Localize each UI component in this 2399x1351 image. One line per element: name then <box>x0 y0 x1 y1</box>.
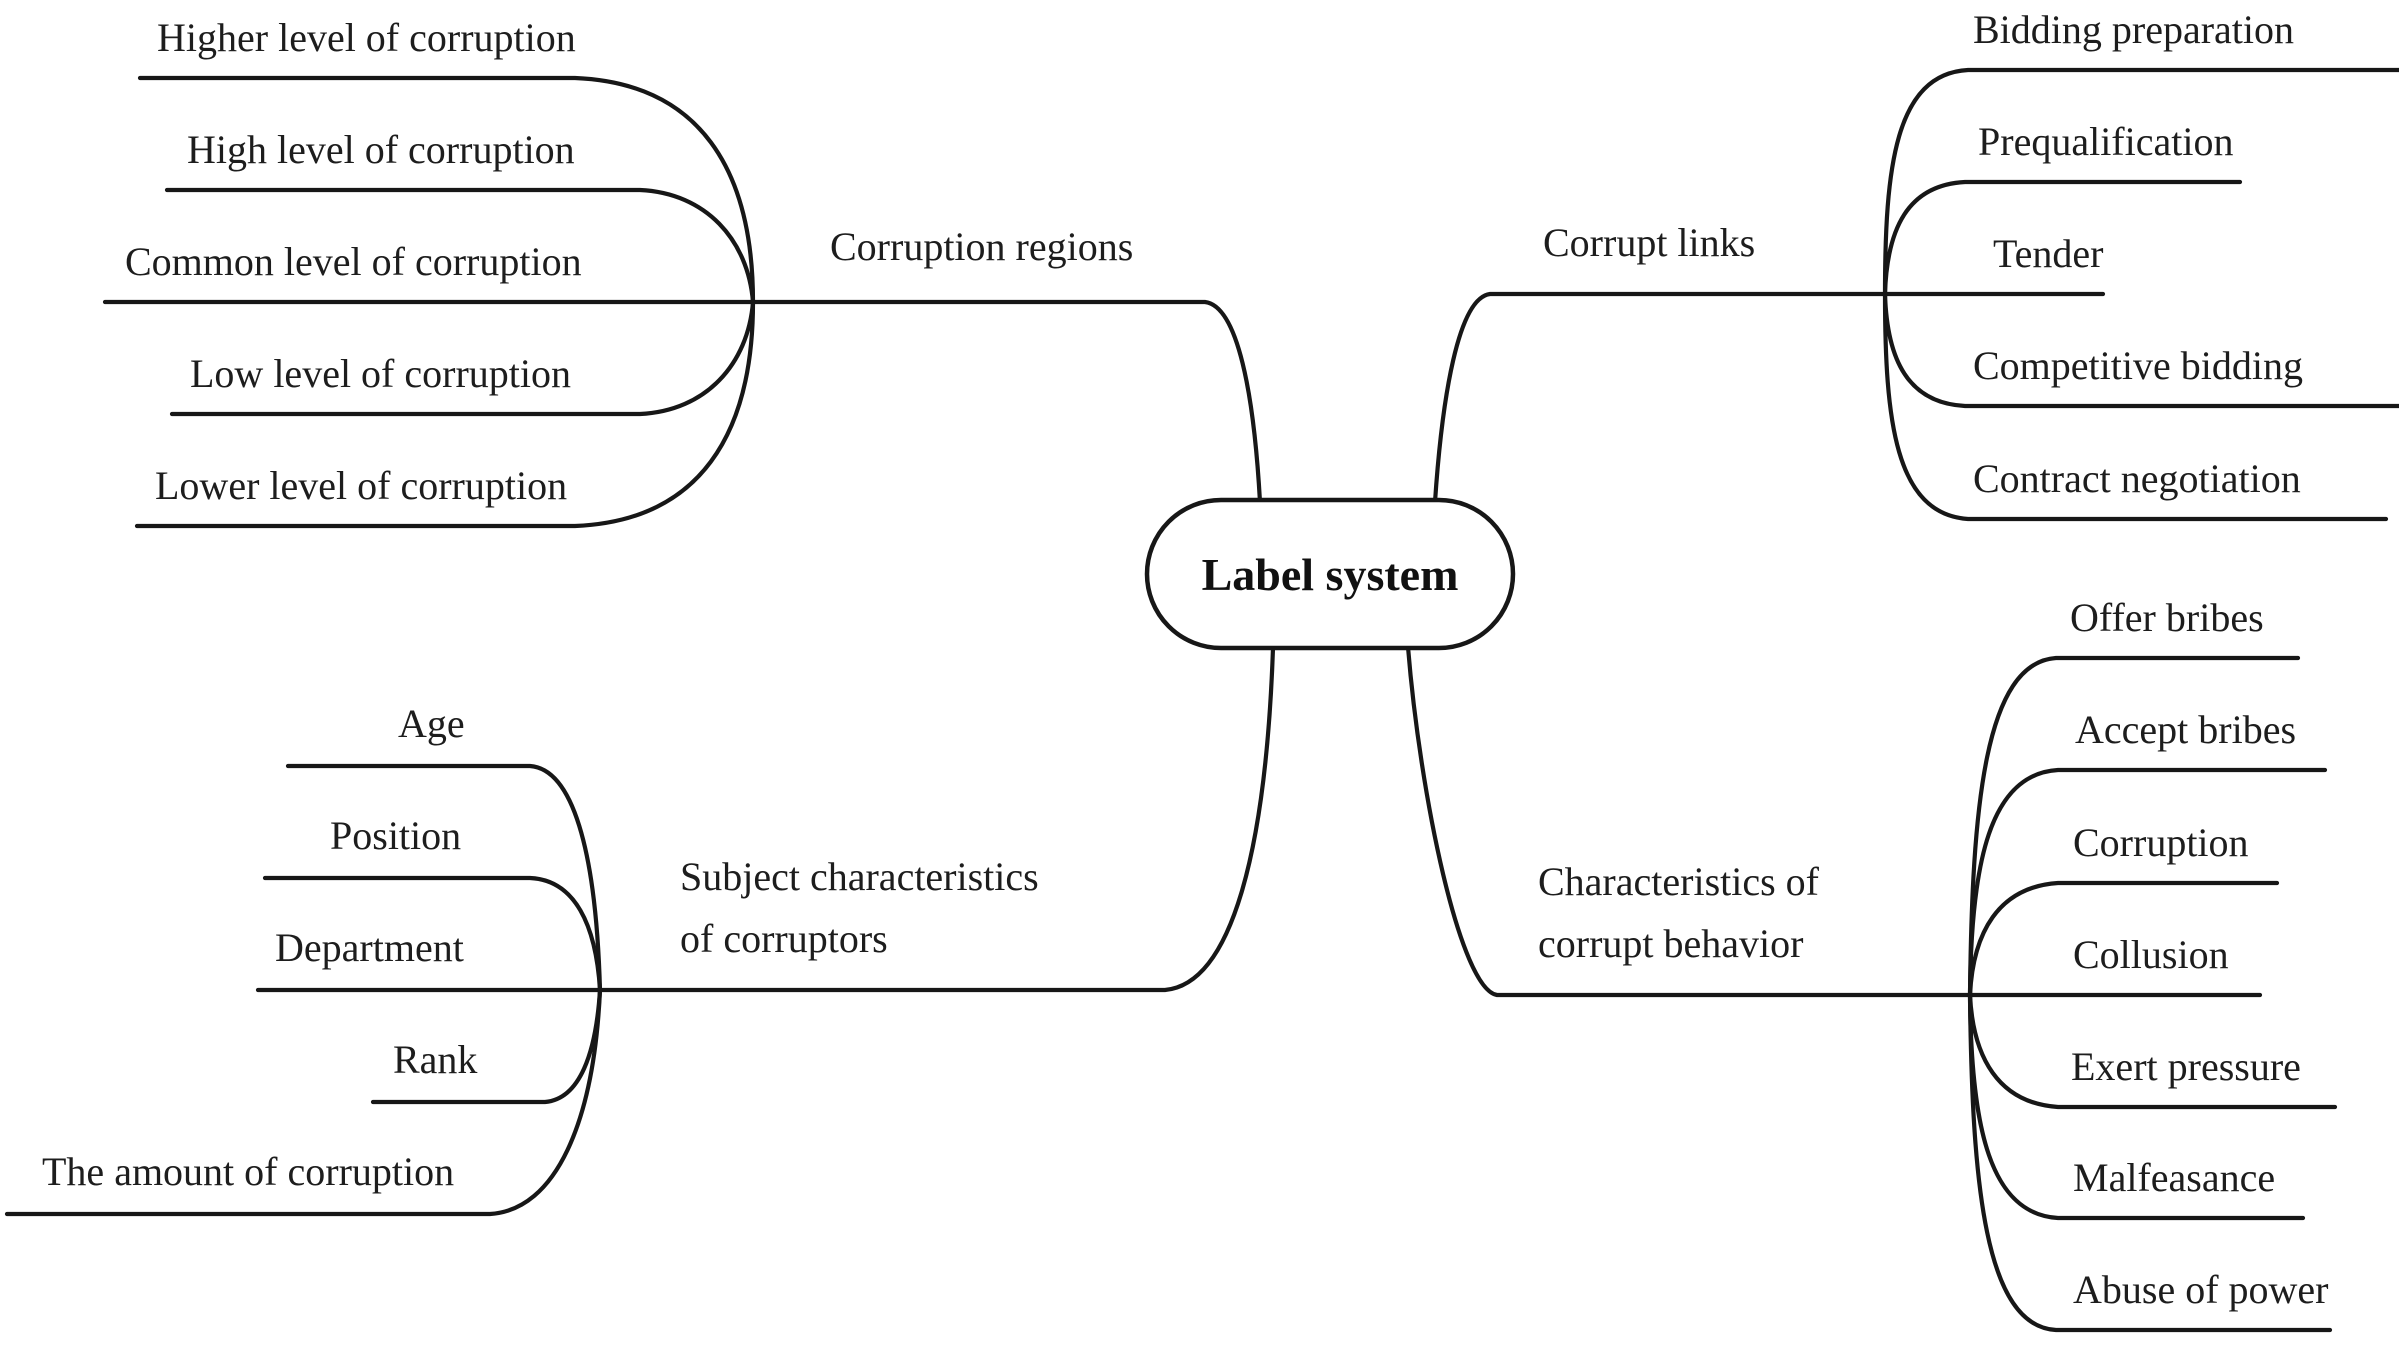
edge-amount-of-corruption <box>4 987 603 1217</box>
topic-malfeasance[interactable]: Malfeasance <box>2073 1155 2276 1200</box>
topic-collusion[interactable]: Collusion <box>2073 932 2229 977</box>
edge-corruption-regions-trunk <box>102 299 1263 505</box>
topic-low-level[interactable]: Low level of corruption <box>190 351 571 396</box>
topic-amount-of-corruption[interactable]: The amount of corruption <box>42 1149 455 1194</box>
topic-bidding-preparation[interactable]: Bidding preparation <box>1973 7 2295 52</box>
edge-prequalification <box>1882 179 2243 297</box>
topic-offer-bribes[interactable]: Offer bribes <box>2070 595 2264 640</box>
topic-age[interactable]: Age <box>398 701 465 746</box>
topic-corruption[interactable]: Corruption <box>2073 820 2249 865</box>
topic-high-level[interactable]: High level of corruption <box>187 127 575 172</box>
edge-accept-bribes <box>1967 767 2328 998</box>
topic-exert-pressure[interactable]: Exert pressure <box>2071 1044 2301 1089</box>
edge-corrupt-behavior-trunk <box>1405 644 1973 998</box>
branch-corrupt-behavior[interactable]: Characteristics of corrupt behavior <box>1538 859 1819 966</box>
edge-high-level <box>164 187 756 305</box>
edge-low-level <box>169 299 756 417</box>
topic-lower-level[interactable]: Lower level of corruption <box>155 463 568 508</box>
topic-department[interactable]: Department <box>275 925 464 970</box>
root-node-label: Label system <box>1201 548 1459 600</box>
branch-corruption-regions[interactable]: Corruption regions <box>830 224 1134 269</box>
branch-corrupt-links[interactable]: Corrupt links <box>1543 220 1756 265</box>
edge-bidding-preparation <box>1882 67 2399 297</box>
topic-common-level[interactable]: Common level of corruption <box>125 239 582 284</box>
edge-abuse-of-power <box>1967 992 2333 1333</box>
topic-accept-bribes[interactable]: Accept bribes <box>2075 707 2297 752</box>
topic-prequalification[interactable]: Prequalification <box>1978 119 2234 164</box>
topic-position[interactable]: Position <box>330 813 462 858</box>
topic-rank[interactable]: Rank <box>393 1037 478 1082</box>
topic-tender[interactable]: Tender <box>1993 231 2104 276</box>
topic-contract-negotiation[interactable]: Contract negotiation <box>1973 456 2301 501</box>
edge-lower-level <box>134 299 756 529</box>
edge-age <box>285 763 603 993</box>
edge-higher-level <box>137 75 756 305</box>
root-node[interactable]: Label system <box>1147 500 1513 648</box>
topic-higher-level[interactable]: Higher level of corruption <box>157 15 576 60</box>
edge-corruption <box>1967 880 2280 998</box>
edge-subject-characteristics-trunk <box>255 645 1276 993</box>
branch-subject-characteristics[interactable]: Subject characteristics of corruptors <box>680 854 1039 961</box>
root-node-shape <box>1144 497 1516 651</box>
edge-corrupt-links-trunk <box>1432 291 1888 505</box>
topic-abuse-of-power[interactable]: Abuse of power <box>2073 1267 2329 1312</box>
edge-position <box>262 875 603 993</box>
edge-contract-negotiation <box>1882 291 2389 522</box>
topic-competitive-bidding[interactable]: Competitive bidding <box>1973 343 2303 388</box>
